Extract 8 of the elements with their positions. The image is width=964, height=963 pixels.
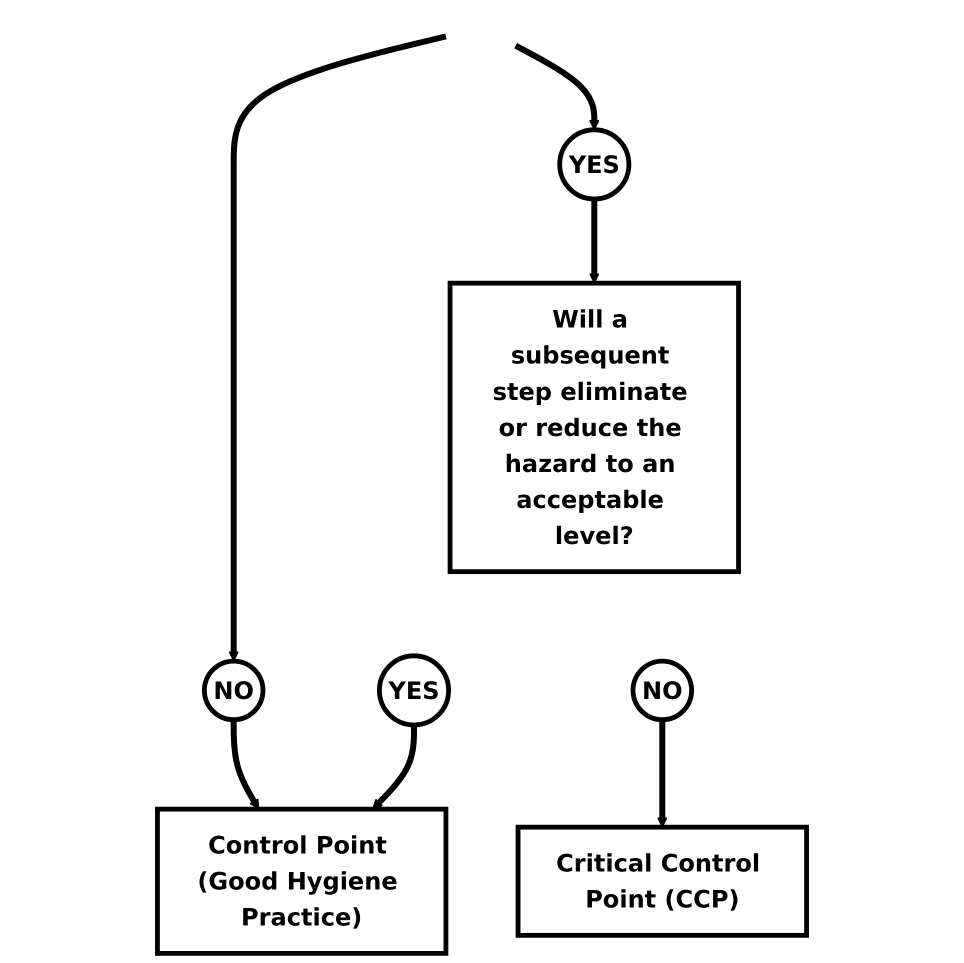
node-circle: YES bbox=[557, 127, 632, 202]
node-circle: NO bbox=[202, 658, 266, 722]
node-box: Will a subsequent step eliminate or reduce the hazard to an acceptable level? bbox=[448, 280, 741, 574]
node-circle: NO bbox=[630, 658, 694, 722]
arrow bbox=[514, 43, 600, 130]
node-box: Critical Control Point (CCP) bbox=[516, 824, 809, 938]
node-box: Control Point (Good Hygiene Practice) bbox=[155, 806, 448, 956]
node-circle: YES bbox=[377, 653, 451, 728]
